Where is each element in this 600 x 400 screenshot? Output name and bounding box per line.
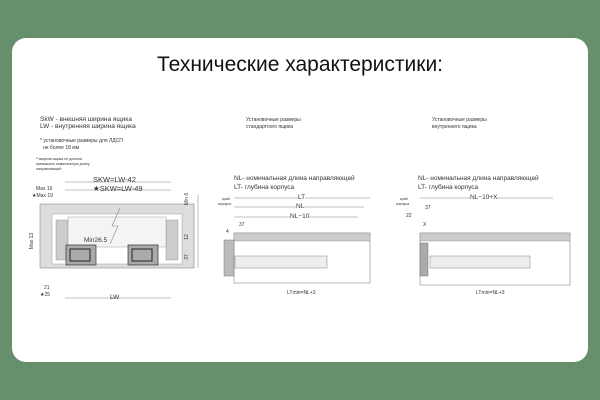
right-formula: LTmin=NL+3 <box>476 290 505 296</box>
dim-37-middle: 37 <box>239 222 245 228</box>
note2-line1: **ширина ящика не должна <box>36 157 82 161</box>
dim-min265: Min26.5 <box>84 237 108 244</box>
dim-12: 12 <box>183 234 190 240</box>
note2-line3: направляющей <box>36 167 62 171</box>
dim-nl: NL <box>296 203 305 210</box>
legend-skw: SkW - внешняя ширина ящика <box>40 116 133 123</box>
dim-25: ★25 <box>40 292 51 298</box>
page-title: Технические характеристики: <box>156 53 444 76</box>
right-lt-definition: LT- глубина корпуса <box>418 184 479 191</box>
dim-37-right: 37 <box>425 205 431 211</box>
dim-max19: ★Max 19 <box>32 193 53 199</box>
right-edge-label-1: край <box>400 197 408 201</box>
dim-4: 4 <box>226 229 229 235</box>
middle-heading-line1: Установочные размеры <box>246 117 301 123</box>
dim-nl10x: NL−10+X <box>470 194 498 201</box>
note2-line2: превышать номинальную длину <box>36 162 90 166</box>
dim-37: 37 <box>183 254 190 260</box>
dim-skw: SKW=LW-42 <box>93 175 136 184</box>
middle-edge-label-1: край <box>222 197 230 201</box>
dim-x: X <box>423 222 427 228</box>
middle-nl-definition: NL- номинальная длина направляющей <box>234 175 355 182</box>
dim-lw: LW <box>110 294 120 301</box>
middle-lt-definition: LT- глубина корпуса <box>234 184 295 191</box>
note1-line1: * установочные размеры для ЛДСП <box>40 138 123 144</box>
middle-edge-label-2: корпуса <box>218 202 232 206</box>
dim-21: 21 <box>44 285 50 291</box>
dim-skw-alt: ★SKW=LW-49 <box>93 184 143 193</box>
middle-heading-line2: стандартного ящика <box>246 124 294 130</box>
note1-line2: не более 18 мм <box>43 145 80 151</box>
right-heading-line1: Установочные размеры <box>432 117 487 123</box>
middle-formula: LTmin=NL+3 <box>287 290 316 296</box>
dim-max13: Max 13 <box>29 232 36 250</box>
dim-nl10: NL−10 <box>290 213 310 220</box>
right-heading-line2: внутреннего ящика <box>432 124 477 130</box>
legend-lw: LW - внутренняя ширина ящика <box>40 123 136 130</box>
dim-min6: Min 6 <box>184 192 191 206</box>
right-nl-definition: NL- номинальная длина направляющей <box>418 175 539 182</box>
right-edge-label-2: корпуса <box>396 202 410 206</box>
dim-lt: LT <box>298 194 306 201</box>
dim-max16: Max 16 <box>36 186 53 192</box>
dim-22: 22 <box>406 213 412 219</box>
